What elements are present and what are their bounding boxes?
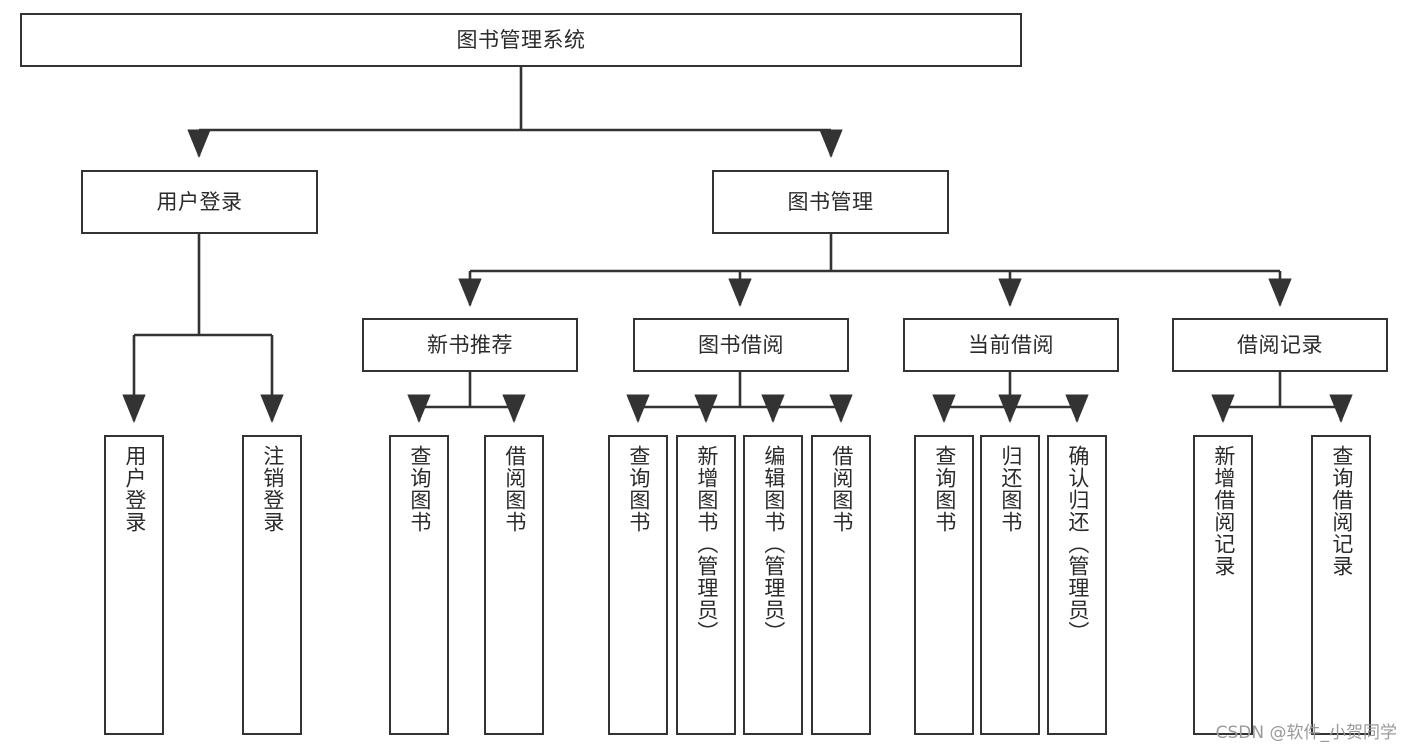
- leaf-borrow-add-book-admin[interactable]: 新增图书（管理员）: [676, 435, 736, 735]
- node-label: 借阅图书: [829, 445, 854, 533]
- node-user-login[interactable]: 用户登录: [81, 170, 318, 234]
- node-label: 查询图书: [407, 445, 432, 533]
- node-book-borrow[interactable]: 图书借阅: [633, 318, 849, 372]
- node-label: 注销登录: [260, 445, 285, 533]
- leaf-user-login-login[interactable]: 用户登录: [104, 435, 164, 735]
- leaf-recommend-borrow-book[interactable]: 借阅图书: [484, 435, 544, 735]
- node-label: 借阅记录: [1237, 332, 1323, 357]
- node-label: 图书借阅: [698, 332, 784, 357]
- node-label: 用户登录: [156, 189, 243, 214]
- node-root-system[interactable]: 图书管理系统: [20, 13, 1022, 67]
- node-borrow-record[interactable]: 借阅记录: [1172, 318, 1388, 372]
- leaf-borrow-query-book[interactable]: 查询图书: [608, 435, 668, 735]
- leaf-borrow-edit-book-admin[interactable]: 编辑图书（管理员）: [743, 435, 803, 735]
- node-label: 当前借阅: [968, 332, 1054, 357]
- node-label: 新书推荐: [427, 332, 513, 357]
- node-label: 借阅图书: [502, 445, 527, 533]
- node-label: 图书管理系统: [456, 27, 586, 52]
- node-label: 查询图书: [626, 445, 651, 533]
- node-current-borrow[interactable]: 当前借阅: [903, 318, 1119, 372]
- node-label: 归还图书: [998, 445, 1023, 533]
- leaf-current-return-book[interactable]: 归还图书: [980, 435, 1040, 735]
- node-new-book-recommend[interactable]: 新书推荐: [362, 318, 578, 372]
- node-label: 查询图书: [932, 445, 957, 533]
- leaf-record-query-record[interactable]: 查询借阅记录: [1311, 435, 1371, 735]
- leaf-record-add-record[interactable]: 新增借阅记录: [1193, 435, 1253, 735]
- leaf-recommend-query-book[interactable]: 查询图书: [389, 435, 449, 735]
- leaf-user-login-logout[interactable]: 注销登录: [242, 435, 302, 735]
- leaf-current-query-book[interactable]: 查询图书: [914, 435, 974, 735]
- node-label: 新增借阅记录: [1211, 445, 1236, 577]
- node-label: 确认归还（管理员）: [1065, 445, 1090, 643]
- node-label: 用户登录: [122, 445, 147, 533]
- node-book-management[interactable]: 图书管理: [712, 170, 949, 234]
- csdn-watermark: CSDN @软件_小贺同学: [1215, 723, 1397, 743]
- node-label: 编辑图书（管理员）: [761, 445, 786, 643]
- node-label: 图书管理: [787, 189, 874, 214]
- node-label: 查询借阅记录: [1329, 445, 1354, 577]
- leaf-borrow-borrow-book[interactable]: 借阅图书: [811, 435, 871, 735]
- leaf-current-confirm-return-admin[interactable]: 确认归还（管理员）: [1047, 435, 1107, 735]
- node-label: 新增图书（管理员）: [694, 445, 719, 643]
